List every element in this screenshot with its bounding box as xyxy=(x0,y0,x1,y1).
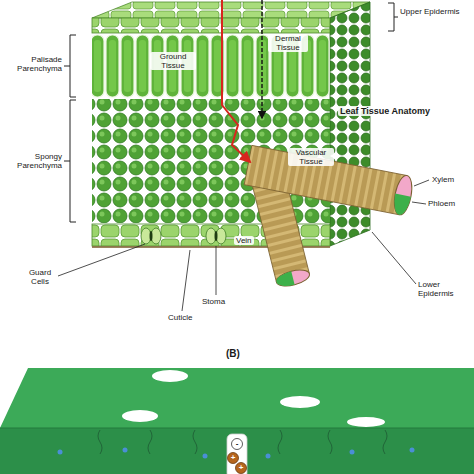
part-label: Vascular Tissue xyxy=(288,148,334,166)
charge-sign: - xyxy=(232,439,242,448)
charge-sign: + xyxy=(228,453,238,462)
part-label: (B) xyxy=(226,348,240,359)
part-label: Phloem xyxy=(428,199,455,208)
part-label: Vein xyxy=(234,236,254,245)
part-label: Palisade Parenchyma xyxy=(6,55,62,73)
part-label: Xylem xyxy=(432,175,454,184)
part-label: Dermal Tissue xyxy=(268,34,308,52)
part-label: Leaf Tissue Anatomy xyxy=(338,106,432,116)
part-label: Spongy Parenchyma xyxy=(6,152,62,170)
part-label: Stoma xyxy=(202,297,225,306)
part-label: Lower Epidermis xyxy=(418,280,464,298)
charge-sign: + xyxy=(236,463,246,472)
part-label: Cuticle xyxy=(168,313,192,322)
part-label: Upper Epidermis xyxy=(400,7,462,16)
part-label: Guard Cells xyxy=(22,268,58,286)
part-label: Ground Tissue xyxy=(150,52,196,70)
